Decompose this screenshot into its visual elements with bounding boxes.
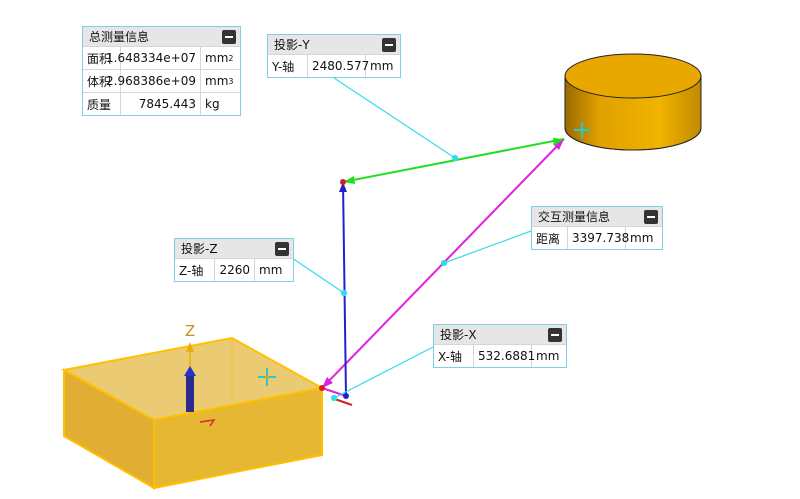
point-marker: [343, 393, 349, 399]
row-label: 质量: [83, 93, 121, 115]
row-label: 距离: [532, 227, 568, 249]
crosshair-icon: [574, 122, 590, 138]
table-row: Z-轴 2260 mm: [175, 258, 293, 281]
minimize-icon[interactable]: [382, 37, 396, 52]
cylinder-solid[interactable]: [564, 53, 702, 151]
row-unit: mm: [630, 231, 654, 245]
point-marker: [340, 179, 346, 185]
row-unit: mm: [259, 263, 283, 277]
panel-title: 总测量信息: [89, 30, 150, 44]
row-value: 2480.577: [308, 55, 369, 77]
row-value: 2.968386e+09: [106, 70, 201, 92]
box-solid[interactable]: [61, 336, 325, 490]
leader-lines: [291, 77, 532, 402]
measure-z-line: [339, 181, 347, 397]
point-marker: [319, 385, 325, 391]
panel-title: 投影-Z: [181, 242, 218, 256]
minimize-icon[interactable]: [222, 29, 236, 44]
z-axis-label: Z: [185, 322, 195, 340]
table-row: X-轴 532.6881 mm: [434, 344, 566, 367]
table-row: Y-轴 2480.577 mm: [268, 54, 400, 77]
row-label: 面积: [83, 47, 121, 69]
row-value: 1.648334e+07: [106, 47, 201, 69]
projection-x-panel: 投影-X X-轴 532.6881 mm: [433, 324, 567, 368]
row-label: Z-轴: [175, 259, 215, 281]
row-label: 体积: [83, 70, 121, 92]
axis-gizmo: Z: [184, 322, 216, 427]
measure-y-line: [342, 138, 565, 184]
row-value: 532.6881: [474, 345, 535, 367]
table-row: 距离 3397.738 mm: [532, 226, 662, 249]
row-unit: mm: [370, 59, 394, 73]
minimize-icon[interactable]: [548, 327, 562, 342]
row-value: 2260: [215, 259, 255, 281]
minimize-icon[interactable]: [275, 241, 289, 256]
row-label: X-轴: [434, 345, 474, 367]
panel-title: 投影-Y: [274, 38, 310, 52]
row-value: 3397.738: [568, 227, 629, 249]
projection-y-panel: 投影-Y Y-轴 2480.577 mm: [267, 34, 401, 78]
panel-title: 投影-X: [440, 328, 477, 342]
row-unit: kg: [205, 97, 220, 111]
crosshair-icon: [258, 368, 276, 386]
panel-title: 交互测量信息: [538, 210, 611, 224]
interactive-measure-panel: 交互测量信息 距离 3397.738 mm: [531, 206, 663, 250]
minimize-icon[interactable]: [644, 209, 658, 224]
row-label: Y-轴: [268, 55, 308, 77]
row-unit: mm: [536, 349, 560, 363]
row-value: 7845.443: [121, 93, 201, 115]
projection-z-panel: 投影-Z Z-轴 2260 mm: [174, 238, 294, 282]
table-row: 质量 7845.443 kg: [83, 92, 240, 115]
